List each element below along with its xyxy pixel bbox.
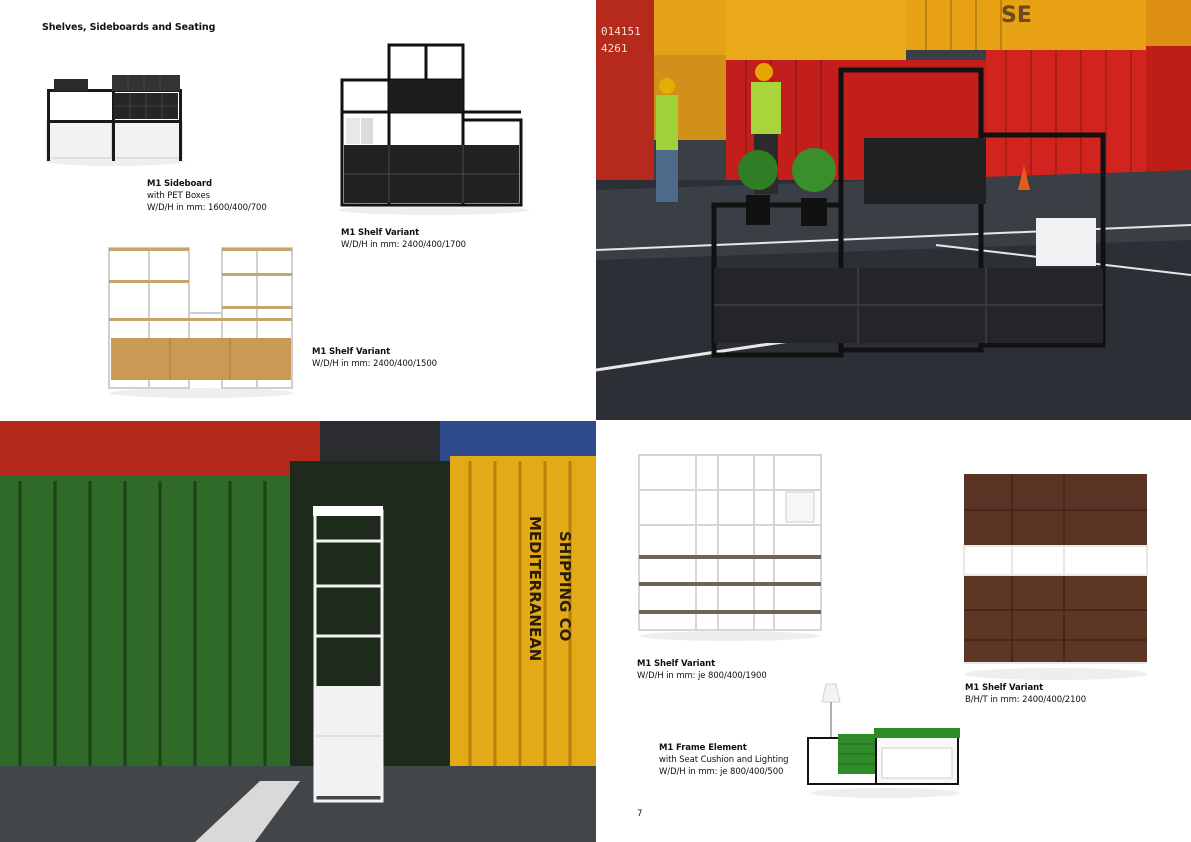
walnut-shelf-image [963, 474, 1148, 680]
caption-oak-shelf: M1 Shelf Variant W/D/H in mm: 2400/400/1… [312, 347, 437, 369]
container-number-text-2: 4261 [601, 42, 628, 55]
caption-walnut-shelf: M1 Shelf Variant B/H/T in mm: 2400/400/2… [965, 683, 1087, 705]
oak-shelf-image [108, 247, 294, 398]
section-title: Shelves, Sideboards and Seating [42, 22, 216, 33]
black-shelf-image [339, 43, 529, 215]
caption-frame-element: M1 Frame Element with Seat Cushion and L… [659, 743, 789, 777]
container-number-text: 014151 [601, 25, 641, 38]
container-vertical-text: MEDITERRANEAN [526, 516, 544, 661]
sideboard-image [45, 75, 185, 166]
container-mark-text: SE [1001, 3, 1032, 28]
container-yard-photo: 014151 4261 SE [596, 0, 1191, 420]
page-number: 7 [637, 809, 643, 819]
caption-black-shelf: M1 Shelf Variant W/D/H in mm: 2400/400/1… [341, 228, 466, 250]
container-vertical-text-2: SHIPPING CO [556, 531, 574, 641]
white-shelf-image [638, 454, 822, 641]
caption-sideboard: M1 Sideboard with PET Boxes W/D/H in mm:… [147, 179, 267, 213]
caption-white-shelf: M1 Shelf Variant W/D/H in mm: je 800/400… [637, 659, 767, 681]
tall-shelf-photo: MEDITERRANEAN SHIPPING CO [0, 421, 596, 842]
frame-element-image [807, 683, 960, 798]
